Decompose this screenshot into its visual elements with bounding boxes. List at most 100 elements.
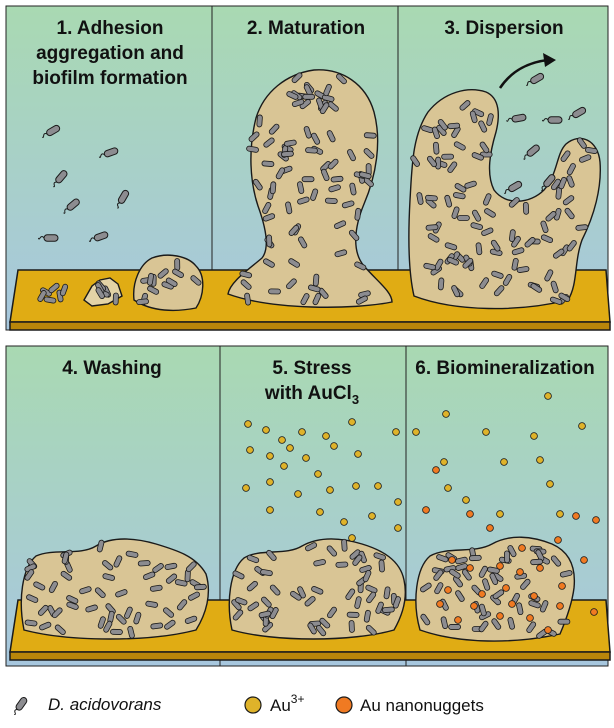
- embedded-bacterium: [281, 151, 293, 157]
- au-nanonugget: [455, 617, 462, 624]
- au-nanonugget: [555, 537, 562, 544]
- au-ion: [327, 487, 334, 494]
- embedded-bacterium: [382, 607, 394, 613]
- au-nanonugget: [487, 525, 494, 532]
- embedded-bacterium: [469, 555, 481, 561]
- au-ion: [349, 419, 356, 426]
- au-nanonugget: [517, 569, 524, 576]
- au-ion: [267, 453, 274, 460]
- embedded-bacterium: [302, 177, 314, 182]
- au-ion: [463, 497, 470, 504]
- au-nanonugget: [471, 603, 478, 610]
- nanonugget-legend-icon: [336, 697, 352, 713]
- embedded-bacterium: [110, 629, 122, 634]
- embedded-bacterium: [270, 182, 276, 194]
- embedded-bacterium: [438, 278, 444, 290]
- au-ion: [483, 429, 490, 436]
- panel-3-title: 3. Dispersion: [444, 18, 563, 39]
- embedded-bacterium: [341, 539, 347, 551]
- au-ion: [531, 433, 538, 440]
- embedded-bacterium: [364, 133, 376, 139]
- au-nanonugget: [497, 563, 504, 570]
- embedded-bacterium: [457, 215, 469, 220]
- embedded-bacterium: [379, 560, 385, 572]
- au-ion: [247, 447, 254, 454]
- embedded-bacterium: [530, 559, 542, 565]
- au-nanonugget: [433, 467, 440, 474]
- embedded-bacterium: [138, 560, 150, 566]
- au-ion: [353, 483, 360, 490]
- au-ion: [245, 421, 252, 428]
- panel-5-title-subscript: 3: [352, 392, 359, 407]
- au-ion: [355, 451, 362, 458]
- legend-bacterium-label: D. acidovorans: [48, 695, 162, 714]
- au-nanonugget: [423, 507, 430, 514]
- legend-au-ion-label: Au3+: [270, 692, 304, 715]
- au-nanonugget: [557, 603, 564, 610]
- embedded-bacterium: [349, 620, 355, 632]
- bacterium-legend-icon: [11, 696, 28, 716]
- au-nanonugget: [449, 557, 456, 564]
- au-nanonugget: [591, 609, 598, 616]
- embedded-bacterium: [426, 224, 438, 230]
- panel-1-title-line-3: biofilm formation: [32, 68, 187, 89]
- embedded-bacterium: [268, 289, 280, 294]
- panel-4-title: 4. Washing: [62, 358, 162, 379]
- embedded-bacterium: [194, 584, 206, 590]
- au-nanonugget: [519, 545, 526, 552]
- panel-6-title: 6. Biomineralization: [415, 358, 594, 379]
- au-ion: [537, 457, 544, 464]
- panel-1-title-line-1: 1. Adhesion: [57, 18, 164, 39]
- legend-au-ion-superscript: 3+: [291, 692, 305, 706]
- au-ion: [331, 443, 338, 450]
- au-ion: [441, 459, 448, 466]
- panel-1-title-line-2: aggregation and: [36, 43, 184, 64]
- embedded-bacterium: [433, 142, 439, 154]
- embedded-bacterium: [331, 176, 343, 182]
- au-ion: [557, 511, 564, 518]
- embedded-bacterium: [523, 202, 529, 214]
- au-ion: [323, 433, 330, 440]
- au-ion: [445, 485, 452, 492]
- au-ion: [281, 463, 288, 470]
- embedded-bacterium: [262, 161, 274, 167]
- au-ion: [369, 513, 376, 520]
- au-nanonugget: [545, 627, 552, 634]
- au-nanonugget: [497, 613, 504, 620]
- panel-2-title: 2. Maturation: [247, 18, 365, 39]
- au-nanonugget: [509, 601, 516, 608]
- au-ion-legend-icon: [245, 697, 261, 713]
- embedded-bacterium: [336, 562, 348, 568]
- embedded-bacterium: [355, 208, 361, 221]
- panel-5-title-line-2: with AuCl3: [264, 383, 359, 407]
- au-ion: [341, 519, 348, 526]
- au-nanonugget: [503, 585, 510, 592]
- legend-nanonuggets-label: Au nanonuggets: [360, 696, 484, 715]
- au-ion: [443, 411, 450, 418]
- embedded-bacterium: [476, 243, 482, 256]
- au-ion: [393, 429, 400, 436]
- au-ion: [497, 511, 504, 518]
- au-ion: [349, 535, 356, 542]
- embedded-bacterium: [425, 195, 437, 201]
- au-ion: [267, 479, 274, 486]
- au-ion: [287, 445, 294, 452]
- bottom-substrate-edge: [10, 652, 610, 660]
- au-ion: [243, 485, 250, 492]
- au-ion: [375, 483, 382, 490]
- embedded-bacterium: [449, 624, 461, 629]
- au-ion: [299, 429, 306, 436]
- au-ion: [395, 525, 402, 532]
- au-nanonugget: [527, 615, 534, 622]
- embedded-bacterium: [509, 229, 515, 242]
- embedded-bacterium: [257, 115, 263, 127]
- top-substrate-edge: [10, 322, 610, 330]
- panel-5-title-line-1: 5. Stress: [272, 358, 351, 379]
- au-ion: [547, 481, 554, 488]
- embedded-bacterium: [558, 619, 570, 624]
- au-nanonugget: [559, 583, 566, 590]
- au-ion: [395, 499, 402, 506]
- au-nanonugget: [437, 601, 444, 608]
- au-ion: [545, 393, 552, 400]
